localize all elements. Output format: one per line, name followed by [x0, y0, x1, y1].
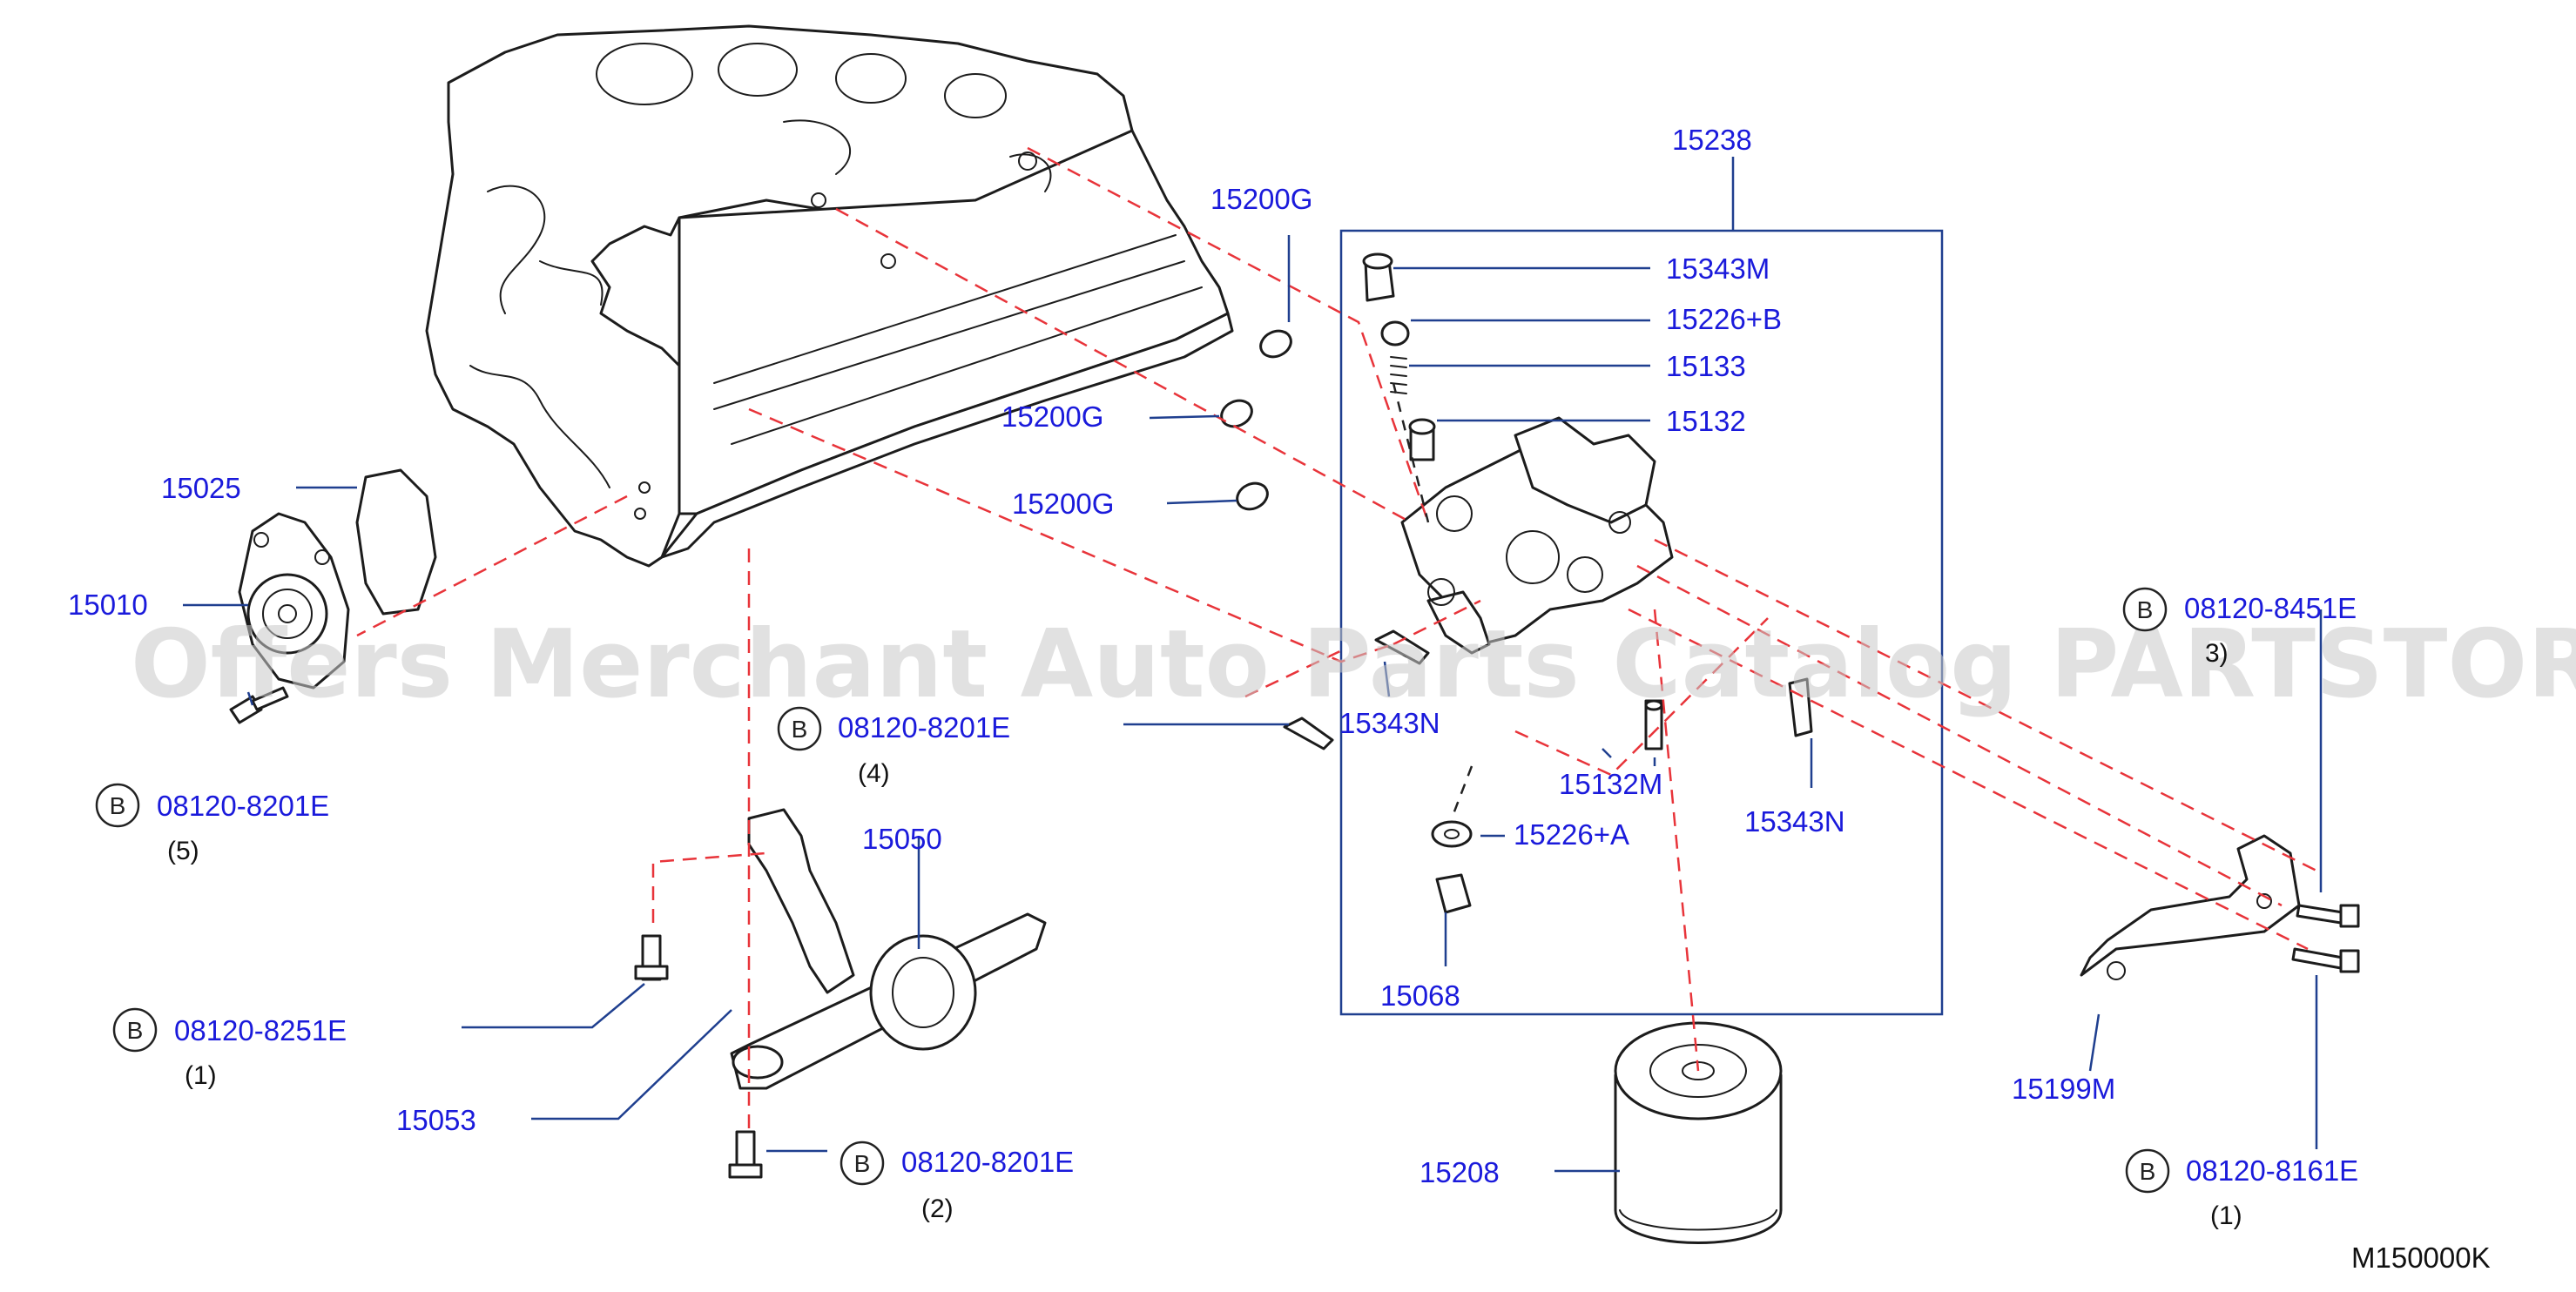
part-labels: 15238 15200G 15200G 15200G 15343M 15226+…: [68, 124, 2115, 1188]
bolt-badge-circle: [2122, 587, 2168, 632]
bolt-qty: (5): [167, 837, 199, 865]
part-label-15343m[interactable]: 15343M: [1666, 252, 1770, 285]
o-rings-drawing: [1220, 329, 1292, 511]
oil-strainer-drawing: [730, 808, 1047, 1090]
part-label-15050[interactable]: 15050: [862, 823, 942, 855]
bolt-badge-circle: [777, 706, 822, 751]
part-label-15132[interactable]: 15132: [1666, 405, 1746, 437]
part-label-15226b[interactable]: 15226+B: [1666, 303, 1782, 335]
part-label-15068[interactable]: 15068: [1380, 979, 1460, 1012]
assembly-guide-lines: [356, 146, 2317, 1132]
catalog-watermark: Offers Merchant Auto Parts Catalog PARTS…: [131, 610, 2576, 719]
bolt-badge-letter: B: [127, 1017, 144, 1044]
part-label-15010[interactable]: 15010: [68, 589, 148, 621]
relief-valve-parts-drawing: [1362, 252, 1436, 461]
bolt-qty: 3): [2205, 639, 2229, 668]
bolt-callout-1[interactable]: B 08120-8201E (5): [95, 783, 329, 865]
bolt-qty: (4): [858, 759, 890, 788]
part-label-15132m[interactable]: 15132M: [1559, 768, 1662, 800]
bracket-assembly-frame: [1339, 229, 1944, 1016]
leader-lines: [183, 157, 2323, 1173]
bolt-qty: (1): [185, 1061, 217, 1090]
bolt-badge-letter: B: [110, 792, 126, 819]
part-label-15208[interactable]: 15208: [1419, 1156, 1500, 1188]
bolt-code[interactable]: 08120-8201E: [901, 1146, 1074, 1178]
bolt-code[interactable]: 08120-8201E: [157, 790, 329, 822]
bolt-code[interactable]: 08120-8251E: [174, 1014, 347, 1046]
part-label-15200g-top[interactable]: 15200G: [1210, 183, 1312, 215]
bolt-callout-6[interactable]: B 08120-8161E (1): [2125, 1148, 2358, 1230]
bolt-badge-letter: B: [2137, 596, 2154, 623]
bolt-qty: (2): [921, 1194, 954, 1223]
bolt-callout-5[interactable]: B 08120-8451E 3): [2122, 587, 2357, 668]
part-label-15133[interactable]: 15133: [1666, 350, 1746, 382]
part-label-15025[interactable]: 15025: [161, 472, 241, 504]
gusset-drawing: [2080, 834, 2301, 980]
bolt-badge-circle: [112, 1007, 158, 1053]
filter-bracket-drawing: [1400, 416, 1674, 655]
gusset-bolts-drawing: [2291, 904, 2360, 973]
bolt-callout-3[interactable]: B 08120-8251E (1): [112, 1007, 347, 1090]
oil-pump-drawing: [238, 468, 437, 690]
strainer-bolts-drawing: [634, 934, 763, 1179]
pump-bolt-drawing: [229, 686, 289, 724]
bolt-badge-letter: B: [2140, 1158, 2156, 1185]
bolt-badge-circle: [2125, 1148, 2170, 1194]
bolt-callout-2[interactable]: B 08120-8201E (4): [777, 706, 1010, 788]
bolt-badge-letter: B: [854, 1150, 871, 1177]
bolt-callout-4[interactable]: B 08120-8201E (2): [840, 1141, 1074, 1223]
bolt-qty: (1): [2210, 1201, 2242, 1230]
part-label-15226a[interactable]: 15226+A: [1514, 818, 1629, 851]
part-label-15200g-mid[interactable]: 15200G: [1001, 400, 1103, 433]
bolt-code[interactable]: 08120-8161E: [2186, 1154, 2358, 1187]
part-label-15343n-b[interactable]: 15343N: [1744, 805, 1845, 838]
diagram-code: M150000K: [2351, 1242, 2491, 1274]
bolt-badge-circle: [95, 783, 140, 828]
bolt-badge-circle: [840, 1141, 885, 1186]
part-label-15343n-a[interactable]: 15343N: [1339, 707, 1440, 739]
oil-filter-drawing: [1614, 1021, 1783, 1244]
engine-block-drawing: [425, 24, 1234, 568]
part-label-15199m[interactable]: 15199M: [2012, 1073, 2115, 1105]
bolt-badge-letter: B: [792, 716, 808, 743]
bolt-code[interactable]: 08120-8451E: [2184, 592, 2357, 624]
part-label-15053[interactable]: 15053: [396, 1104, 476, 1136]
part-label-15200g-low[interactable]: 15200G: [1012, 488, 1114, 520]
part-label-15238[interactable]: 15238: [1672, 124, 1752, 156]
bolt-code[interactable]: 08120-8201E: [838, 711, 1010, 744]
